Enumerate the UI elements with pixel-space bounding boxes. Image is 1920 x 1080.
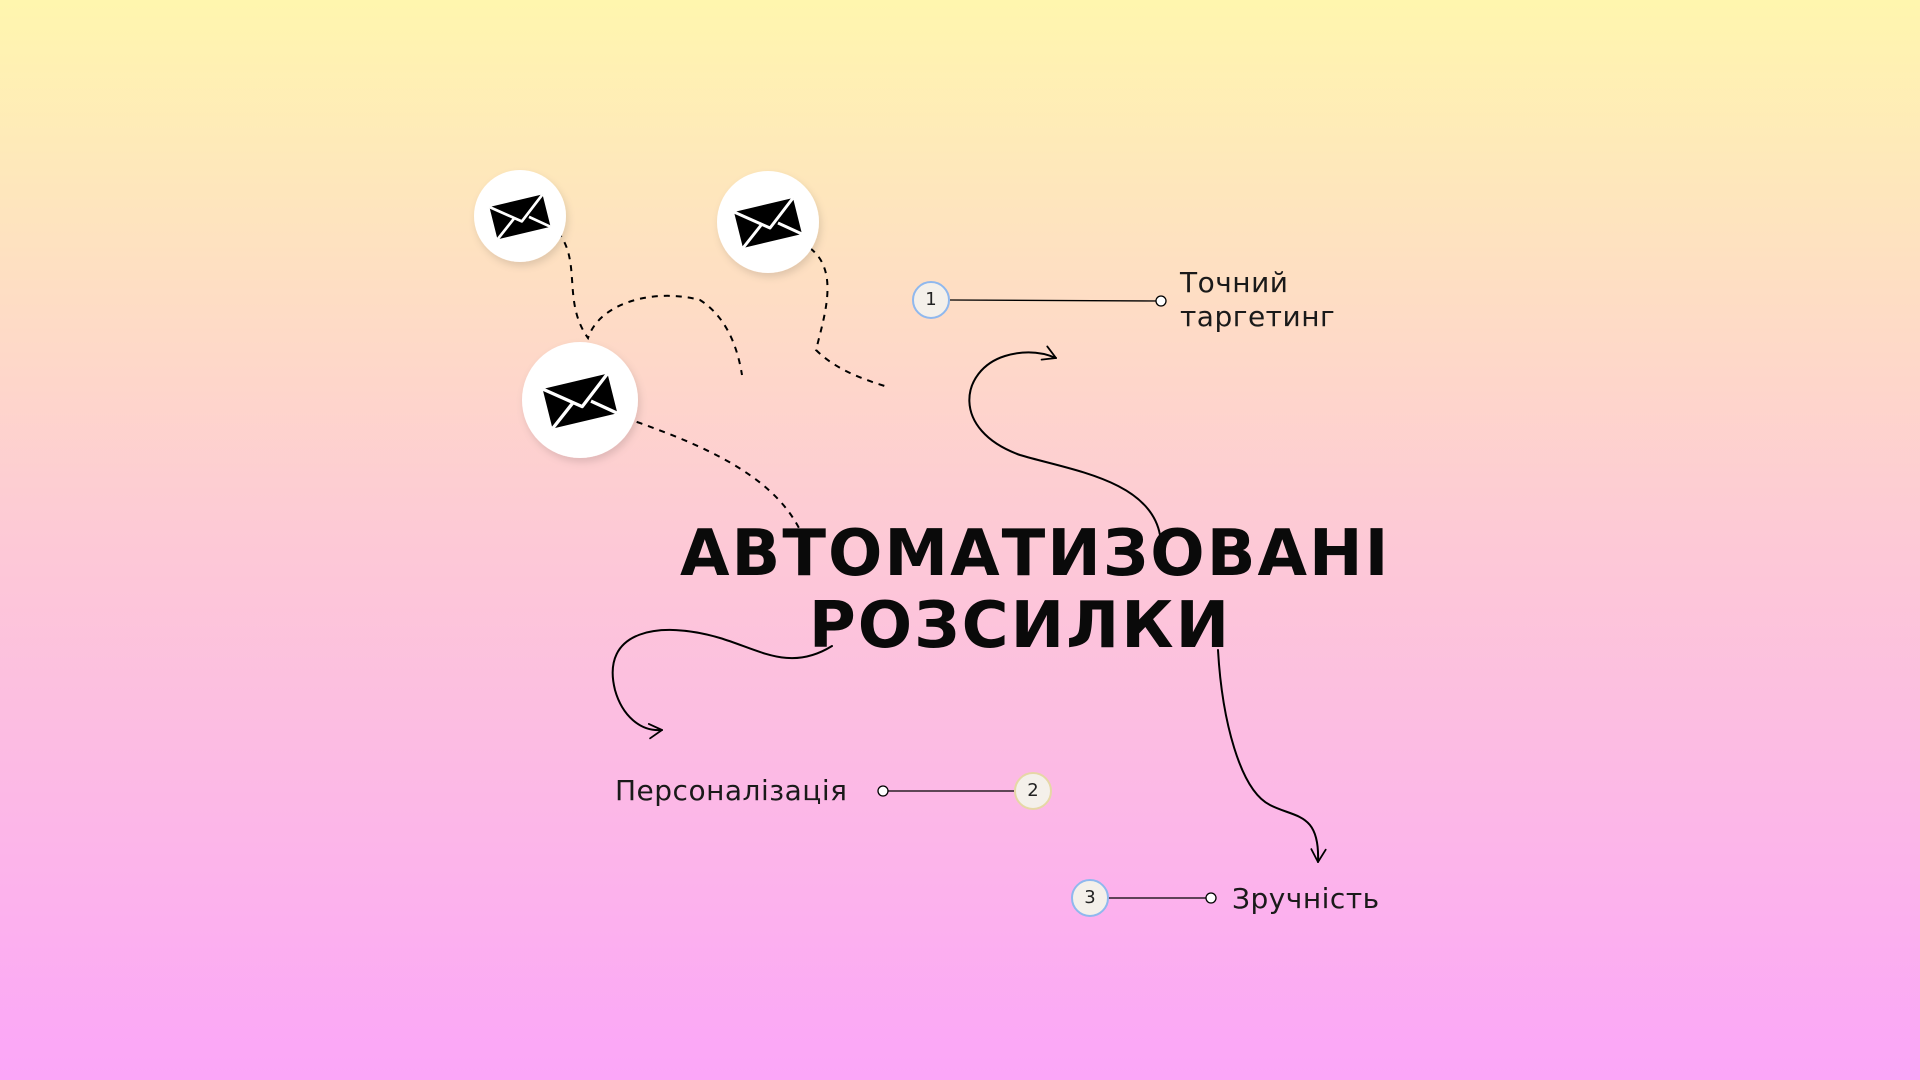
arrow-to-item-3 xyxy=(1217,649,1327,863)
item-1-label-line2: таргетинг xyxy=(1180,300,1336,333)
page-title: АВТОМАТИЗОВАНІ РОЗСИЛКИ xyxy=(680,517,1391,663)
connector-dot-3 xyxy=(1205,892,1217,904)
connector-dot-1 xyxy=(1155,295,1167,307)
envelope-3 xyxy=(522,342,638,458)
item-2-number-badge: 2 xyxy=(1014,772,1052,810)
arrow-to-item-2 xyxy=(611,628,833,740)
connector-dot-2 xyxy=(877,785,889,797)
dashed-trails xyxy=(557,231,889,531)
connector-dots xyxy=(877,295,1217,904)
trail-2 xyxy=(799,241,889,388)
item-1-label: Точний таргетинг xyxy=(1180,266,1335,334)
arrows xyxy=(611,345,1327,863)
envelope-2 xyxy=(717,171,819,273)
item-1-label-line1: Точний xyxy=(1180,266,1289,299)
item-2-label: Персоналізація xyxy=(615,774,848,807)
item-3-number-badge: 3 xyxy=(1071,879,1109,917)
connectors xyxy=(888,299,1210,899)
title-line-2: РОЗСИЛКИ xyxy=(808,589,1232,663)
envelope-1 xyxy=(474,170,566,262)
item-1-number-badge: 1 xyxy=(912,281,950,319)
arrow-to-item-1 xyxy=(968,345,1161,536)
item-3-label: Зручність xyxy=(1232,882,1380,915)
trail-1 xyxy=(557,231,743,376)
title-line-1: АВТОМАТИЗОВАНІ xyxy=(680,517,1391,591)
